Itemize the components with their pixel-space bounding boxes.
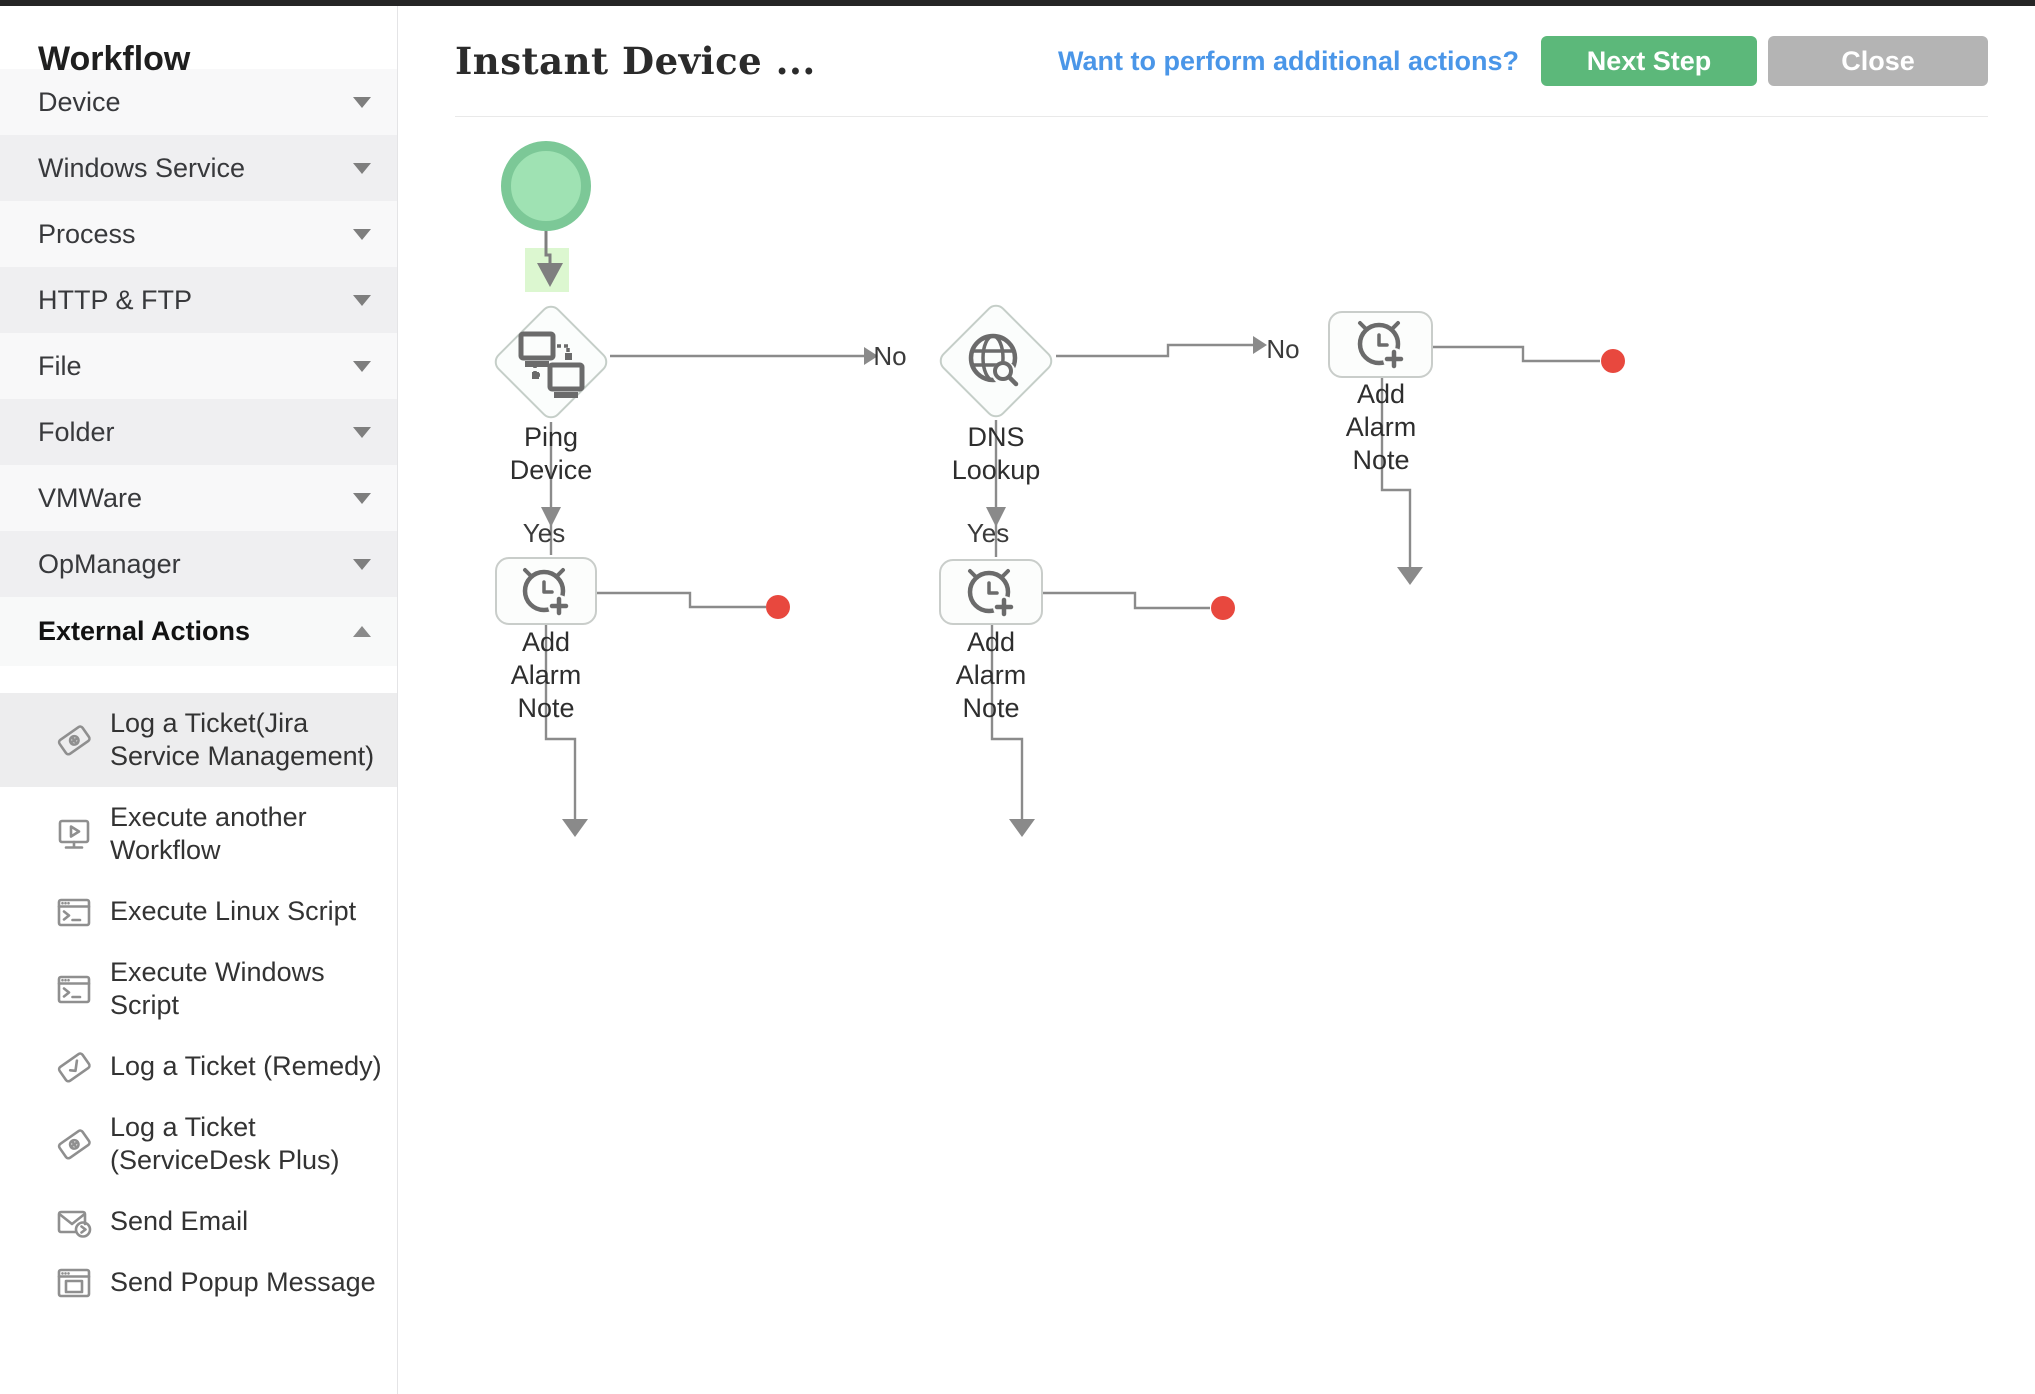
action-execute-linux-script[interactable]: Execute Linux Script	[0, 881, 397, 942]
globe-search-icon	[968, 333, 1019, 387]
sidebar-item-http-ftp[interactable]: HTTP & FTP	[0, 267, 397, 333]
end-point-red-dot-3[interactable]	[1601, 349, 1625, 373]
workflow-canvas[interactable]: Ping Device DNS Lookup Add Alarm Note Ad…	[398, 117, 2035, 1394]
end-point-red-dot-1[interactable]	[766, 595, 790, 619]
chevron-up-icon	[353, 626, 371, 637]
network-ping-icon	[518, 331, 585, 398]
builder-header: Instant Device ... Want to perform addit…	[455, 6, 1988, 117]
add-alarm-note-node-2[interactable]	[939, 559, 1043, 625]
workflow-monitor-icon	[52, 812, 96, 856]
sidebar-item-process[interactable]: Process	[0, 201, 397, 267]
sidebar-item-folder[interactable]: Folder	[0, 399, 397, 465]
additional-actions-link[interactable]: Want to perform additional actions?	[1057, 45, 1519, 76]
action-send-email[interactable]: Send Email	[0, 1191, 397, 1252]
action-execute-windows-script[interactable]: Execute Windows Script	[0, 942, 397, 1036]
chevron-down-icon	[353, 162, 371, 174]
ticket-icon	[52, 1122, 96, 1166]
sidebar-title: Workflow	[38, 40, 191, 78]
sidebar-item-opmanager[interactable]: OpManager	[0, 531, 397, 597]
flow-diagram	[492, 141, 1625, 837]
add-alarm-note-node-3[interactable]	[1328, 311, 1433, 378]
chevron-down-icon	[353, 96, 371, 108]
sidebar-item-vmware[interactable]: VMWare	[0, 465, 397, 531]
sidebar-item-windows-service[interactable]: Windows Service	[0, 135, 397, 201]
ping-device-node[interactable]	[492, 303, 611, 422]
ticket-icon	[52, 718, 96, 762]
alarm-add-icon	[522, 568, 570, 617]
chevron-down-icon	[353, 492, 371, 504]
action-execute-another-workflow[interactable]: Execute another Workflow	[0, 787, 397, 881]
sidebar-item-device[interactable]: Device	[0, 69, 397, 135]
action-log-ticket-jira[interactable]: Log a Ticket(Jira Service Management)	[0, 693, 397, 787]
page-title: Instant Device ...	[455, 39, 816, 83]
chevron-down-icon	[353, 228, 371, 240]
arrowheads	[541, 336, 1423, 837]
popup-window-icon	[52, 1261, 96, 1305]
drop-indicator	[525, 229, 569, 292]
chevron-down-icon	[353, 426, 371, 438]
start-node[interactable]	[501, 141, 591, 231]
terminal-icon	[52, 967, 96, 1011]
chevron-down-icon	[353, 558, 371, 570]
end-point-red-dot-2[interactable]	[1211, 596, 1235, 620]
close-button[interactable]: Close	[1768, 36, 1988, 86]
alarm-add-icon	[1357, 321, 1405, 370]
action-log-ticket-servicedesk[interactable]: Log a Ticket (ServiceDesk Plus)	[0, 1097, 397, 1191]
workflow-sidebar: Workflow Device Windows Service Process …	[0, 6, 398, 1394]
sidebar-item-external-actions[interactable]: External Actions	[0, 597, 397, 666]
alarm-add-icon	[967, 569, 1015, 618]
terminal-icon	[52, 890, 96, 934]
sidebar-item-file[interactable]: File	[0, 333, 397, 399]
connector-lines	[544, 227, 1600, 819]
workflow-builder-main: Instant Device ... Want to perform addit…	[398, 6, 2035, 1394]
sidebar-sections: Device Windows Service Process HTTP & FT…	[0, 69, 397, 666]
dns-lookup-node[interactable]	[937, 302, 1056, 421]
chevron-down-icon	[353, 294, 371, 306]
action-log-ticket-remedy[interactable]: Log a Ticket (Remedy)	[0, 1036, 397, 1097]
add-alarm-note-node-1[interactable]	[495, 557, 597, 625]
external-actions-list: Log a Ticket(Jira Service Management) Ex…	[0, 666, 397, 1313]
mail-send-icon	[52, 1200, 96, 1244]
top-bar	[0, 0, 2035, 6]
next-step-button[interactable]: Next Step	[1541, 36, 1757, 86]
action-send-popup-message[interactable]: Send Popup Message	[0, 1252, 397, 1313]
chevron-down-icon	[353, 360, 371, 372]
ticket-check-icon	[52, 1045, 96, 1089]
